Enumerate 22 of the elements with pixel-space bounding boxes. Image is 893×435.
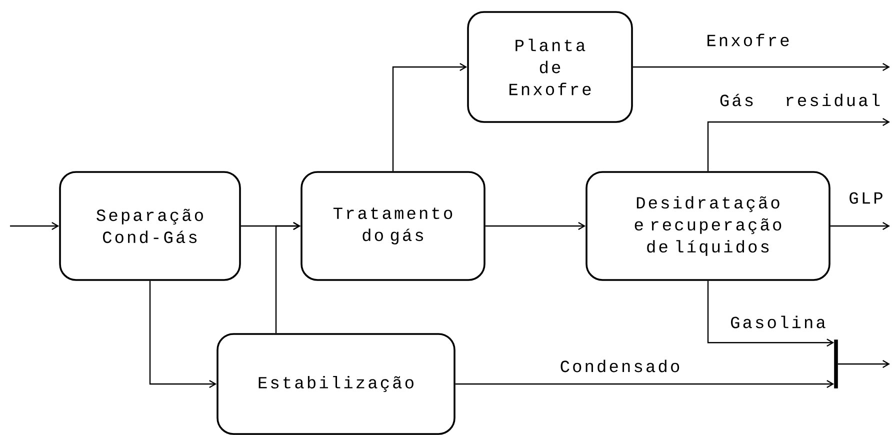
arrow (830, 222, 890, 230)
arrow (707, 118, 890, 172)
arrow (707, 280, 834, 347)
junction-bar (834, 340, 838, 388)
arrow (455, 380, 834, 388)
edge-label: GLP (848, 191, 884, 205)
arrow (838, 360, 890, 368)
process-box: Separação Cond-Gás (59, 171, 241, 281)
arrow (632, 62, 890, 72)
process-box: Planta de Enxofre (467, 11, 633, 123)
edge-label: Gasolina (729, 314, 827, 330)
arrow (392, 62, 468, 172)
process-box: Desidratação e recuperação de líquidos (586, 171, 830, 281)
arrow (10, 222, 60, 230)
edge-label: Enxofre (705, 32, 791, 48)
edge-label: Condensado (558, 358, 682, 374)
process-box: Tratamento do gás (300, 171, 486, 281)
arrow (149, 280, 217, 388)
arrow (275, 222, 301, 334)
edge-label: Gás residual (718, 92, 882, 108)
process-box: Estabilização (216, 333, 456, 435)
arrow (485, 222, 586, 230)
